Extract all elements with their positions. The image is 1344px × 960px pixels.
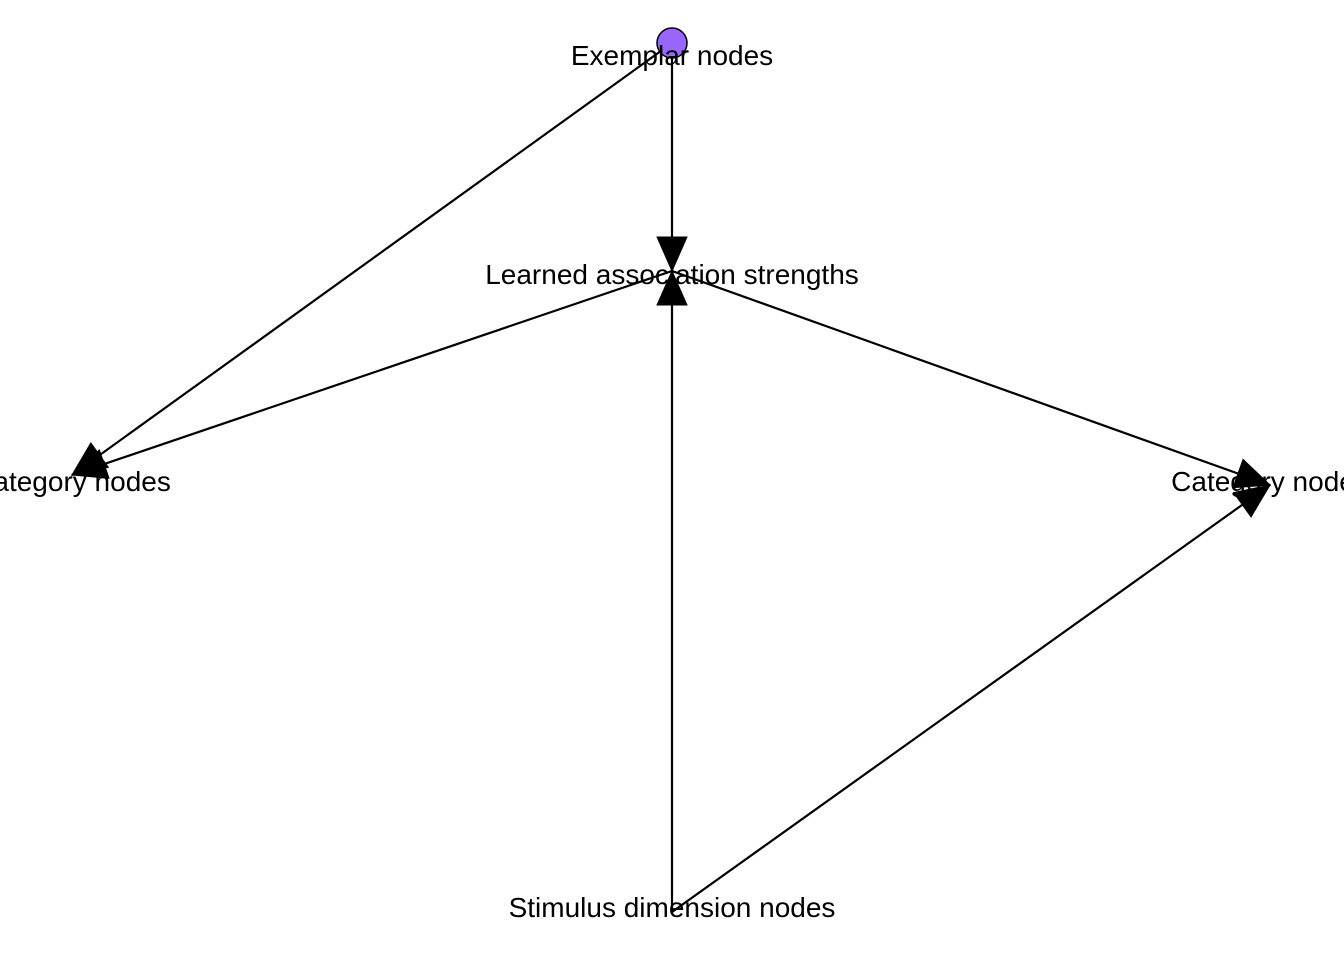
edge-learned-to-category_right bbox=[671, 269, 1271, 487]
arrowhead-exemplar-to-learned bbox=[656, 236, 688, 273]
arrowhead-stimulus-to-learned bbox=[656, 269, 688, 306]
category-node-left-label: Category nodes bbox=[0, 466, 171, 497]
arrowhead-learned-to-category_right bbox=[1232, 458, 1272, 489]
exemplar-node-marker bbox=[656, 27, 688, 59]
edges-layer bbox=[71, 42, 1271, 913]
edge-stimulus-to-category_right bbox=[671, 484, 1271, 913]
node-labels: Exemplar nodes Learned association stren… bbox=[0, 40, 1344, 923]
category-node-right-label: Category nodes bbox=[1171, 466, 1344, 497]
edge-exemplar-to-category_left bbox=[71, 42, 673, 476]
stimulus-node-label: Stimulus dimension nodes bbox=[509, 892, 836, 923]
arrowheads-layer bbox=[70, 236, 1272, 518]
exemplar-node-label: Exemplar nodes bbox=[571, 40, 773, 71]
edge-learned-to-category_left bbox=[71, 269, 673, 477]
learned-association-node-label: Learned association strengths bbox=[485, 259, 859, 290]
arrowhead-learned-to-category_left bbox=[70, 448, 110, 479]
arrowhead-stimulus-to-category_right bbox=[1232, 484, 1272, 518]
